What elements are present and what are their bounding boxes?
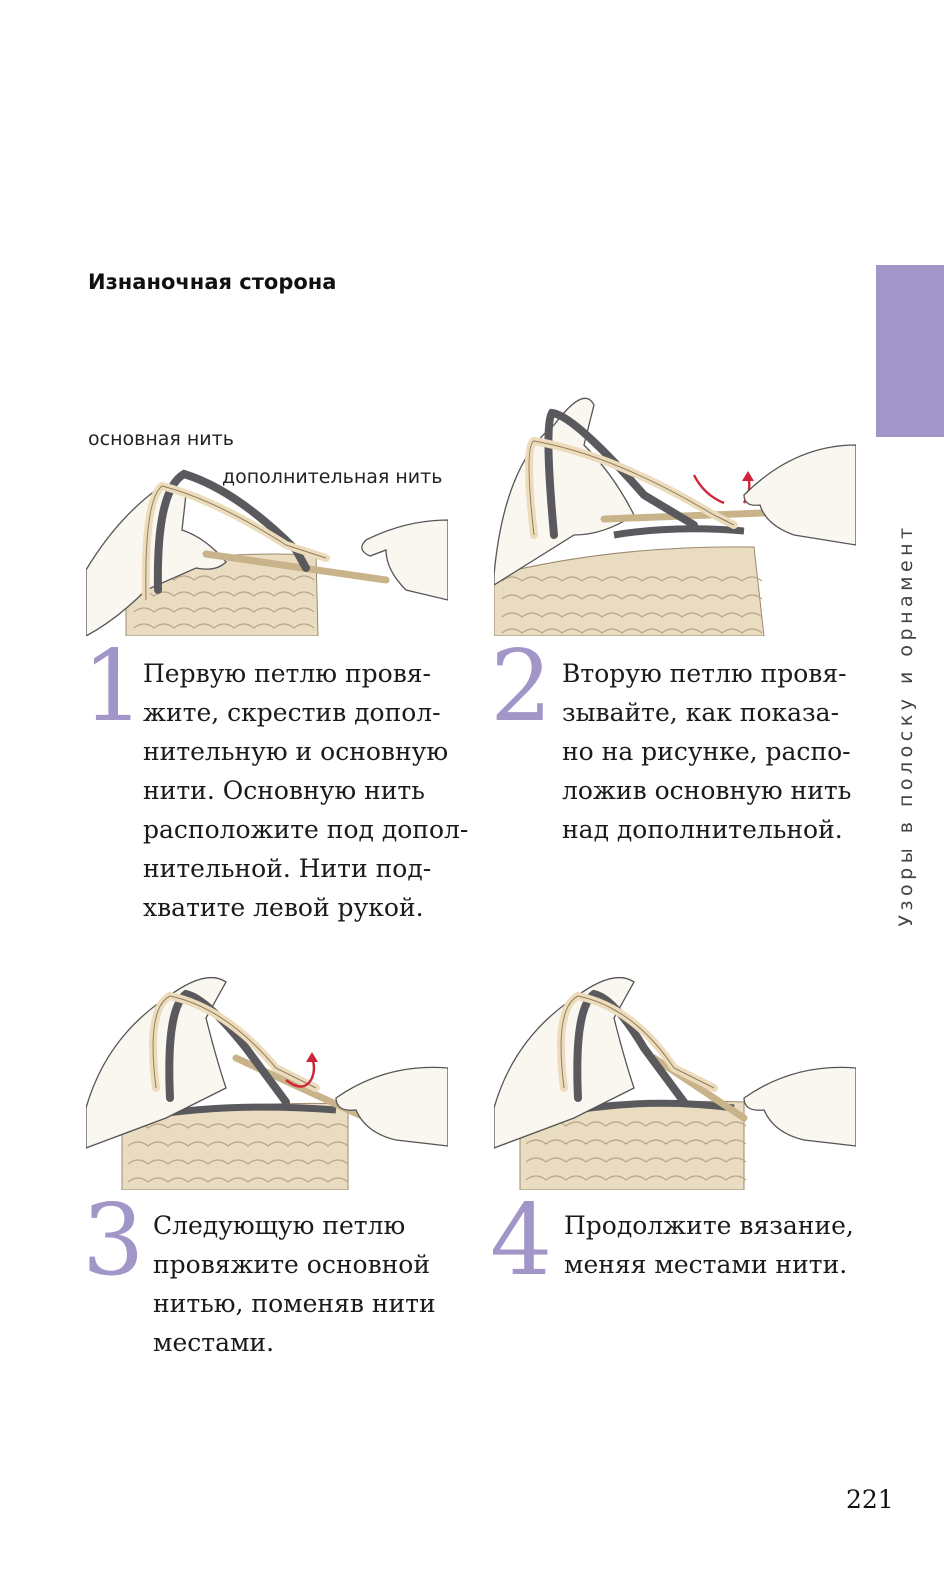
section-title: Изнаночная сторона: [88, 270, 337, 294]
step-1-line: Первую петлю провя-: [143, 659, 431, 688]
step-1-line: хватите левой рукой.: [143, 893, 424, 922]
step-1-line: расположите под допол-: [143, 815, 469, 844]
step-3-line: местами.: [153, 1328, 275, 1357]
step-2-line: но на рисунке, распо-: [562, 737, 851, 766]
step-3-line: Следующую петлю: [153, 1211, 406, 1240]
step-number-2: 2: [490, 630, 553, 744]
illustration-step-4: [494, 968, 856, 1190]
step-text-1: Первую петлю провя- жите, скрестив допол…: [143, 654, 468, 927]
illustration-step-2: [494, 385, 856, 636]
chapter-tab: [876, 265, 944, 437]
step-2-line: зывайте, как показа-: [562, 698, 840, 727]
step-text-3: Следующую петлю провяжите основной нитью…: [153, 1206, 436, 1362]
step-1-line: жите, скрестив допол-: [143, 698, 441, 727]
step-4-line: меняя местами нити.: [564, 1250, 848, 1279]
step-number-1: 1: [82, 630, 145, 744]
step-1-line: нительной. Нити под-: [143, 854, 432, 883]
label-extra-yarn: дополнительная нить: [222, 466, 443, 488]
chapter-title: Узоры в полоску и орнамент: [895, 523, 917, 927]
step-text-2: Вторую петлю провя- зывайте, как показа-…: [562, 654, 851, 849]
step-3-line: нитью, поменяв нити: [153, 1289, 436, 1318]
step-1-line: нити. Основную нить: [143, 776, 425, 805]
page-number: 221: [846, 1485, 894, 1514]
label-main-yarn: основная нить: [88, 428, 234, 450]
illustration-step-1: [86, 450, 448, 636]
step-2-line: над дополнительной.: [562, 815, 843, 844]
step-4-line: Продолжите вязание,: [564, 1211, 854, 1240]
step-2-line: ложив основную нить: [562, 776, 852, 805]
step-number-3: 3: [82, 1184, 145, 1298]
step-2-line: Вторую петлю провя-: [562, 659, 847, 688]
step-number-4: 4: [490, 1184, 553, 1298]
step-1-line: нительную и основную: [143, 737, 449, 766]
step-text-4: Продолжите вязание, меняя местами нити.: [564, 1206, 854, 1284]
step-3-line: провяжите основной: [153, 1250, 431, 1279]
illustration-step-3: [86, 968, 448, 1190]
